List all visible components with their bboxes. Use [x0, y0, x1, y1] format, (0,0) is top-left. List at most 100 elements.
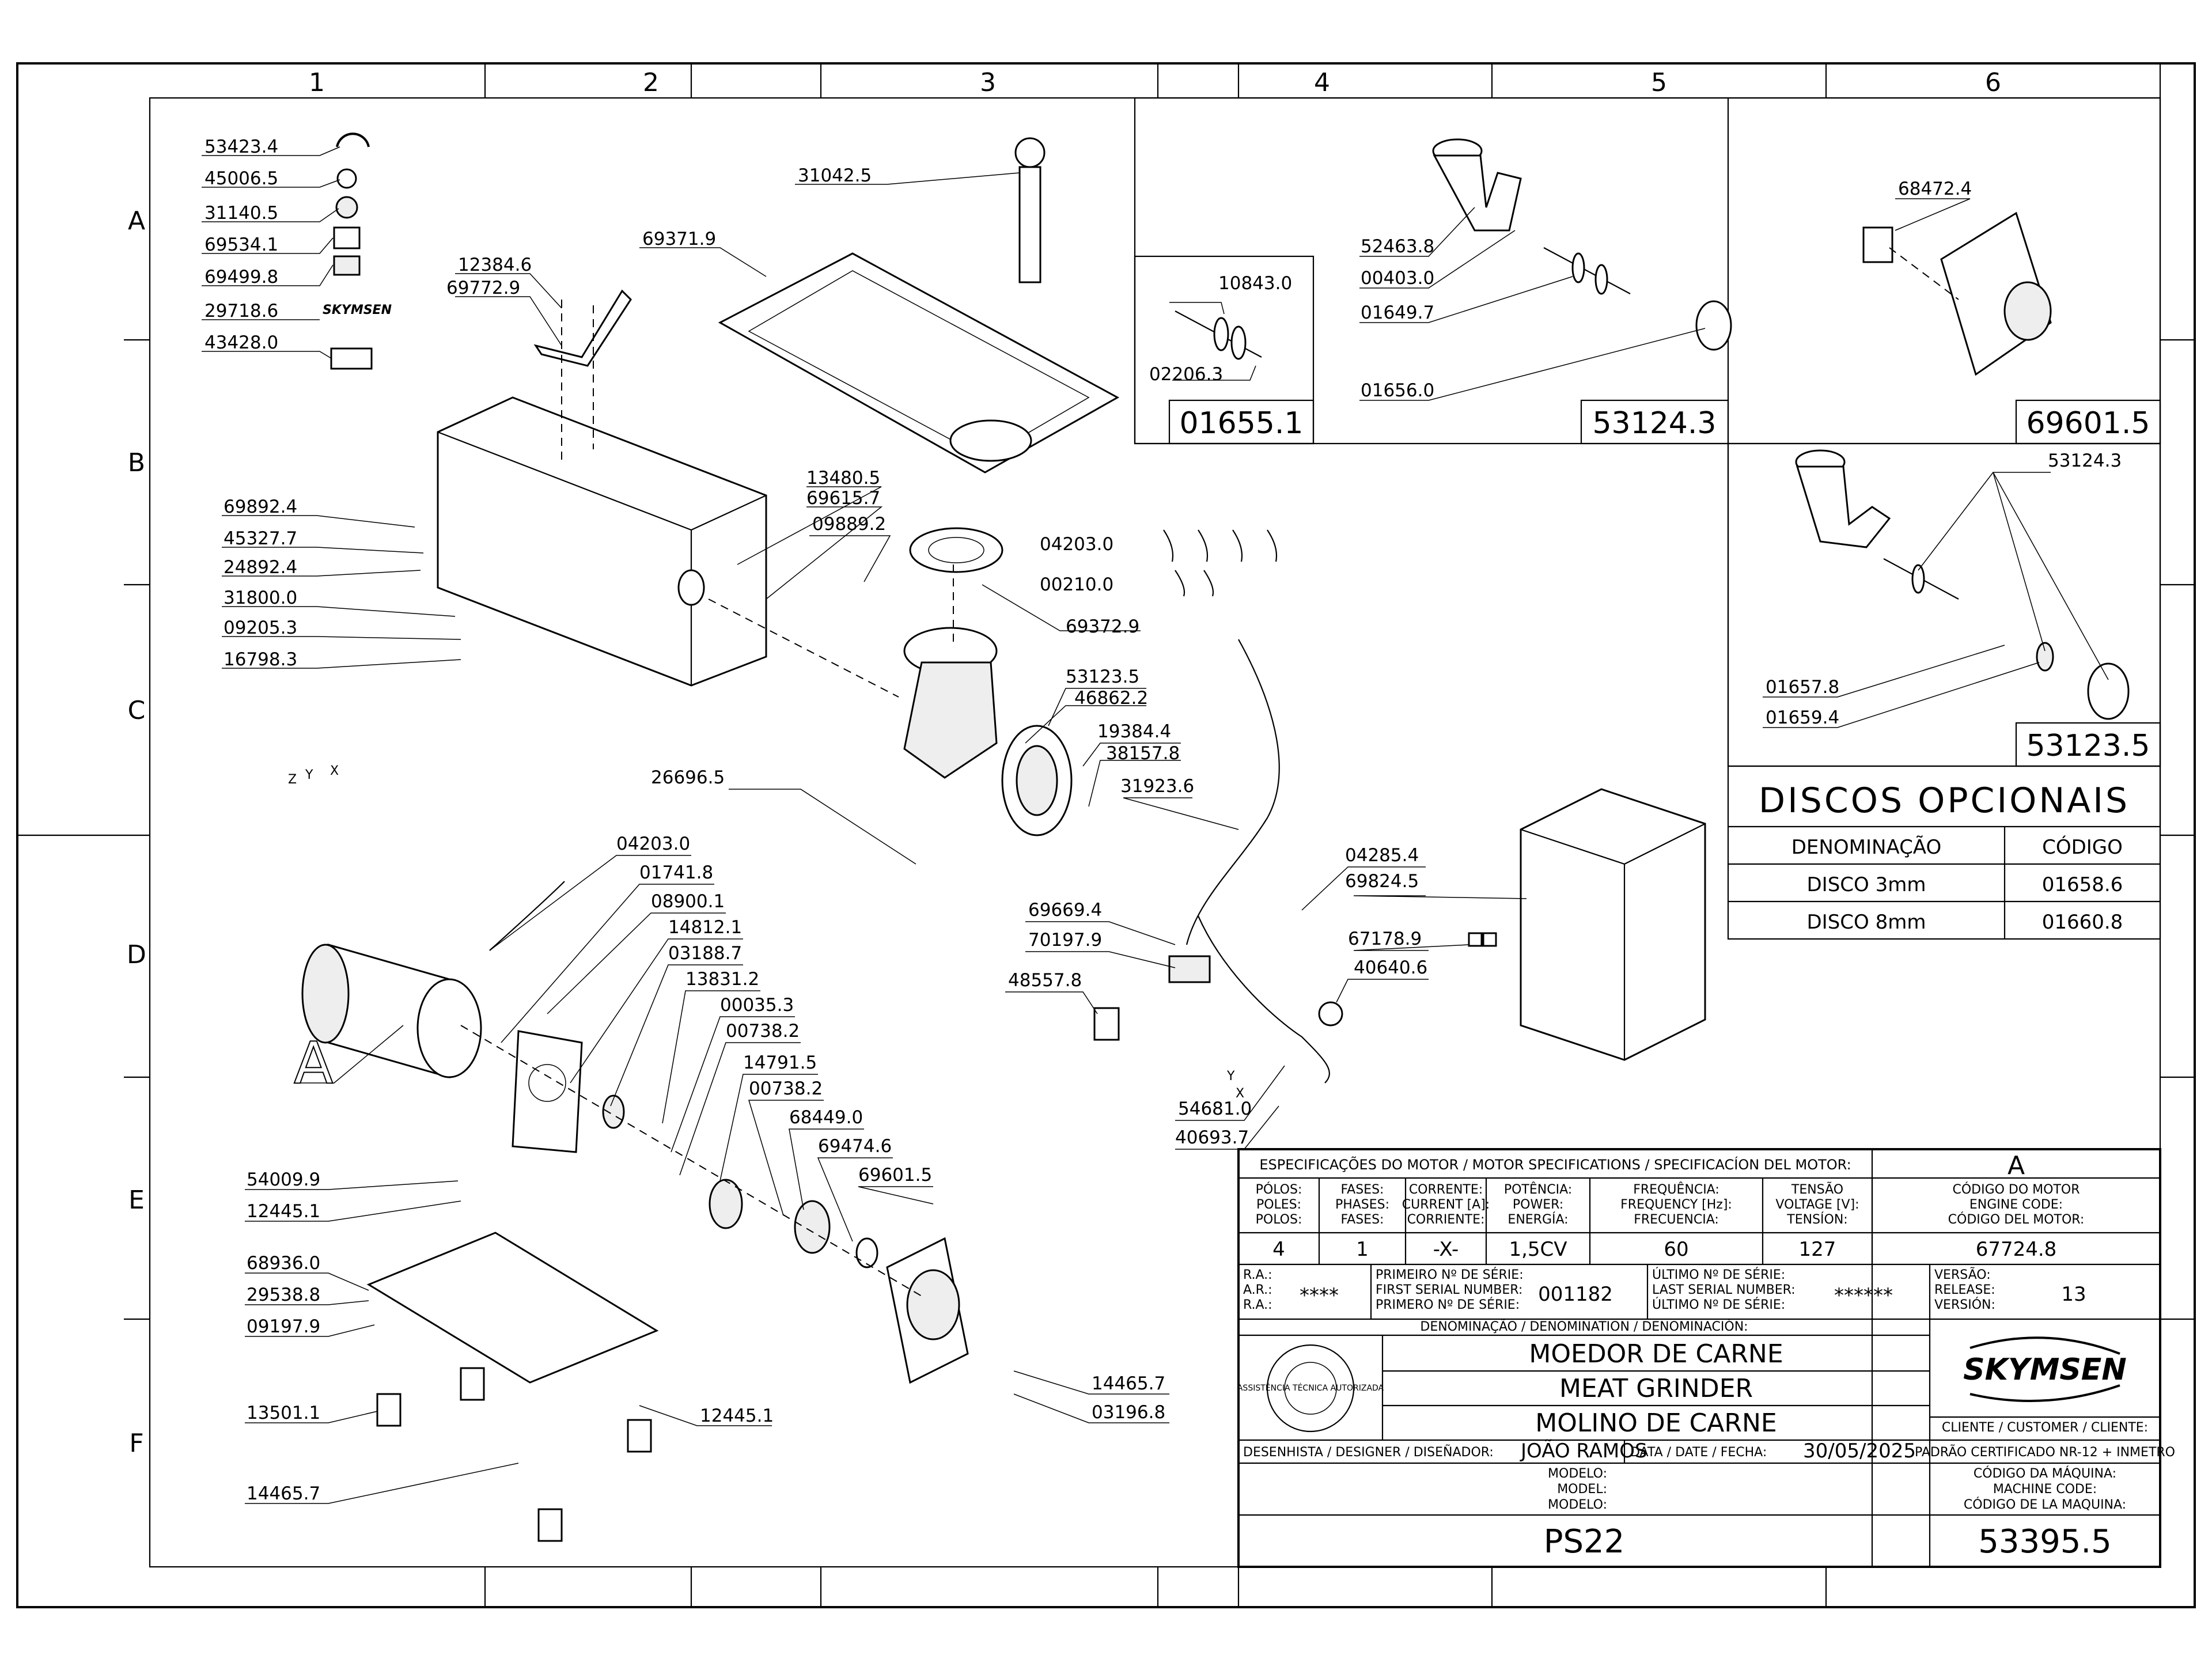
discos-row-code: 01658.6 — [2042, 873, 2123, 896]
pusher-shaft-drawing — [1018, 166, 1041, 283]
spec-value-power: 1,5CV — [1509, 1238, 1567, 1261]
seal-text: ASSISTÊNCIA TÉCNICA AUTORIZADA — [1237, 1382, 1384, 1393]
part-label: 14791.5 — [743, 1052, 817, 1073]
part-label: 69372.9 — [1066, 616, 1139, 637]
part-label: 01659.4 — [1766, 707, 1839, 728]
column-label: 4 — [1314, 68, 1330, 97]
gear-2-drawing — [709, 1179, 743, 1229]
part-label: 12445.1 — [700, 1406, 774, 1426]
spec-header: PÓLOS: — [1256, 1182, 1302, 1197]
detail4-ring-drawing — [2087, 662, 2130, 720]
detail-box-3-code-text: 69601.5 — [2026, 406, 2150, 441]
warning-sticker-drawing — [333, 255, 361, 276]
detail-ring-drawing — [1695, 300, 1732, 351]
gear-3-drawing — [794, 1200, 831, 1254]
part-label: 00738.2 — [749, 1078, 823, 1099]
row-ticks — [124, 339, 2195, 1320]
part-label: 09205.3 — [224, 618, 297, 638]
housing-drawing — [437, 396, 767, 687]
spec-header: TENSÍON: — [1786, 1212, 1847, 1227]
model-label: MODELO: — [1548, 1467, 1607, 1481]
discos-title: DISCOS OPCIONAIS — [1759, 781, 2130, 821]
ground-sticker-drawing — [336, 168, 357, 189]
part-label: 69892.4 — [224, 497, 297, 517]
tray-hole-drawing — [949, 419, 1032, 462]
discos-row-name: DISCO 3mm — [1807, 873, 1926, 896]
part-label: 46862.2 — [1074, 688, 1148, 709]
spec-header: POTÊNCIA: — [1504, 1182, 1572, 1197]
model-label: MODELO: — [1548, 1498, 1607, 1512]
version-label: VERSÃO: — [1934, 1267, 1991, 1282]
foot-drawing — [627, 1419, 652, 1453]
plug-axis-label: Y — [1226, 1069, 1235, 1084]
gearbox-hole — [528, 1064, 566, 1102]
ra-label: A.R.: — [1243, 1283, 1272, 1297]
rear-flange-hub — [906, 1269, 960, 1340]
plug-drawing — [1093, 1007, 1120, 1041]
part-label: 00738.2 — [726, 1021, 800, 1041]
discos-row-name: DISCO 8mm — [1807, 911, 1926, 934]
spec-value-frequency: 60 — [1664, 1238, 1688, 1261]
version-label: VERSIÓN: — [1934, 1297, 1995, 1312]
designer-label: DESENHISTA / DESIGNER / DISEÑADOR: — [1243, 1444, 1494, 1460]
motor-axis-label: X — [330, 764, 339, 778]
part-label: 45327.7 — [224, 528, 297, 549]
part-label: 69669.4 — [1028, 900, 1102, 921]
cable-drawing — [1197, 915, 1330, 1084]
spec-header: FREQUÊNCIA: — [1633, 1182, 1719, 1197]
tray-drawing — [718, 252, 1120, 474]
spec-header: POLES: — [1256, 1198, 1301, 1212]
part-label: 24892.4 — [224, 557, 297, 578]
part-label: 10843.0 — [1218, 273, 1292, 294]
part-label: 69499.8 — [204, 267, 278, 287]
discos-col-code: CÓDIGO — [2042, 835, 2123, 859]
last-serial-value: ****** — [1834, 1284, 1893, 1307]
part-label: 01657.8 — [1766, 677, 1839, 698]
part-label: 48557.8 — [1008, 970, 1082, 991]
machine-code-value: 53395.5 — [1978, 1523, 2112, 1560]
row-label: A — [128, 206, 145, 236]
column-label: 1 — [309, 68, 325, 97]
part-label: 01741.8 — [639, 862, 713, 883]
date-value: 30/05/2025 — [1803, 1440, 1916, 1463]
detail-box-2-code-text: 53124.3 — [1592, 406, 1716, 441]
authorized-service-seal — [1266, 1344, 1355, 1433]
spec-header: CÓDIGO DO MOTOR — [1952, 1182, 2080, 1197]
part-label: 09197.9 — [247, 1316, 320, 1337]
column-label: 6 — [1985, 68, 2001, 97]
housing-hole-drawing — [677, 569, 705, 606]
part-label: 31800.0 — [224, 588, 297, 608]
brand-logo: SKYMSEN — [1963, 1353, 2127, 1387]
spec-header: FRECUENCIA: — [1634, 1213, 1719, 1227]
part-label: 69772.9 — [446, 278, 520, 298]
detail-box-2-code — [1580, 399, 1729, 445]
version-value: 13 — [2061, 1283, 2086, 1306]
round-sticker-drawing — [335, 196, 358, 219]
plate-sticker-drawing — [330, 347, 373, 370]
column-label: 2 — [643, 68, 659, 97]
model-value: PS22 — [1544, 1523, 1625, 1560]
part-label: 29538.8 — [247, 1285, 320, 1305]
part-label: 45006.5 — [204, 168, 278, 189]
bracket-drawing — [533, 289, 632, 367]
first-serial-label: FIRST SERIAL NUMBER: — [1376, 1283, 1522, 1297]
last-serial-label: ÚLTIMO Nº DE SÉRIE: — [1652, 1297, 1785, 1312]
foot-drawing — [460, 1367, 485, 1401]
part-label: 14812.1 — [668, 917, 742, 938]
row-label: C — [128, 696, 146, 725]
part-label: 69601.5 — [858, 1165, 932, 1185]
spring-drawing — [1175, 570, 1214, 597]
part-label: 40693.7 — [1175, 1127, 1249, 1148]
part-label: 19384.4 — [1097, 721, 1171, 742]
first-serial-label: PRIMERO Nº DE SÉRIE: — [1376, 1297, 1520, 1312]
part-label: 12445.1 — [247, 1201, 320, 1222]
spring-drawing — [489, 881, 565, 951]
part-label: 69615.7 — [806, 488, 880, 509]
grinder-front-plate — [1016, 745, 1058, 816]
detail-body-drawing — [1433, 154, 1522, 232]
part-label: 13480.5 — [806, 468, 880, 488]
version-letter: A — [2008, 1151, 2025, 1180]
small-part-drawing — [1482, 932, 1497, 947]
arc-sticker-drawing — [336, 132, 370, 147]
